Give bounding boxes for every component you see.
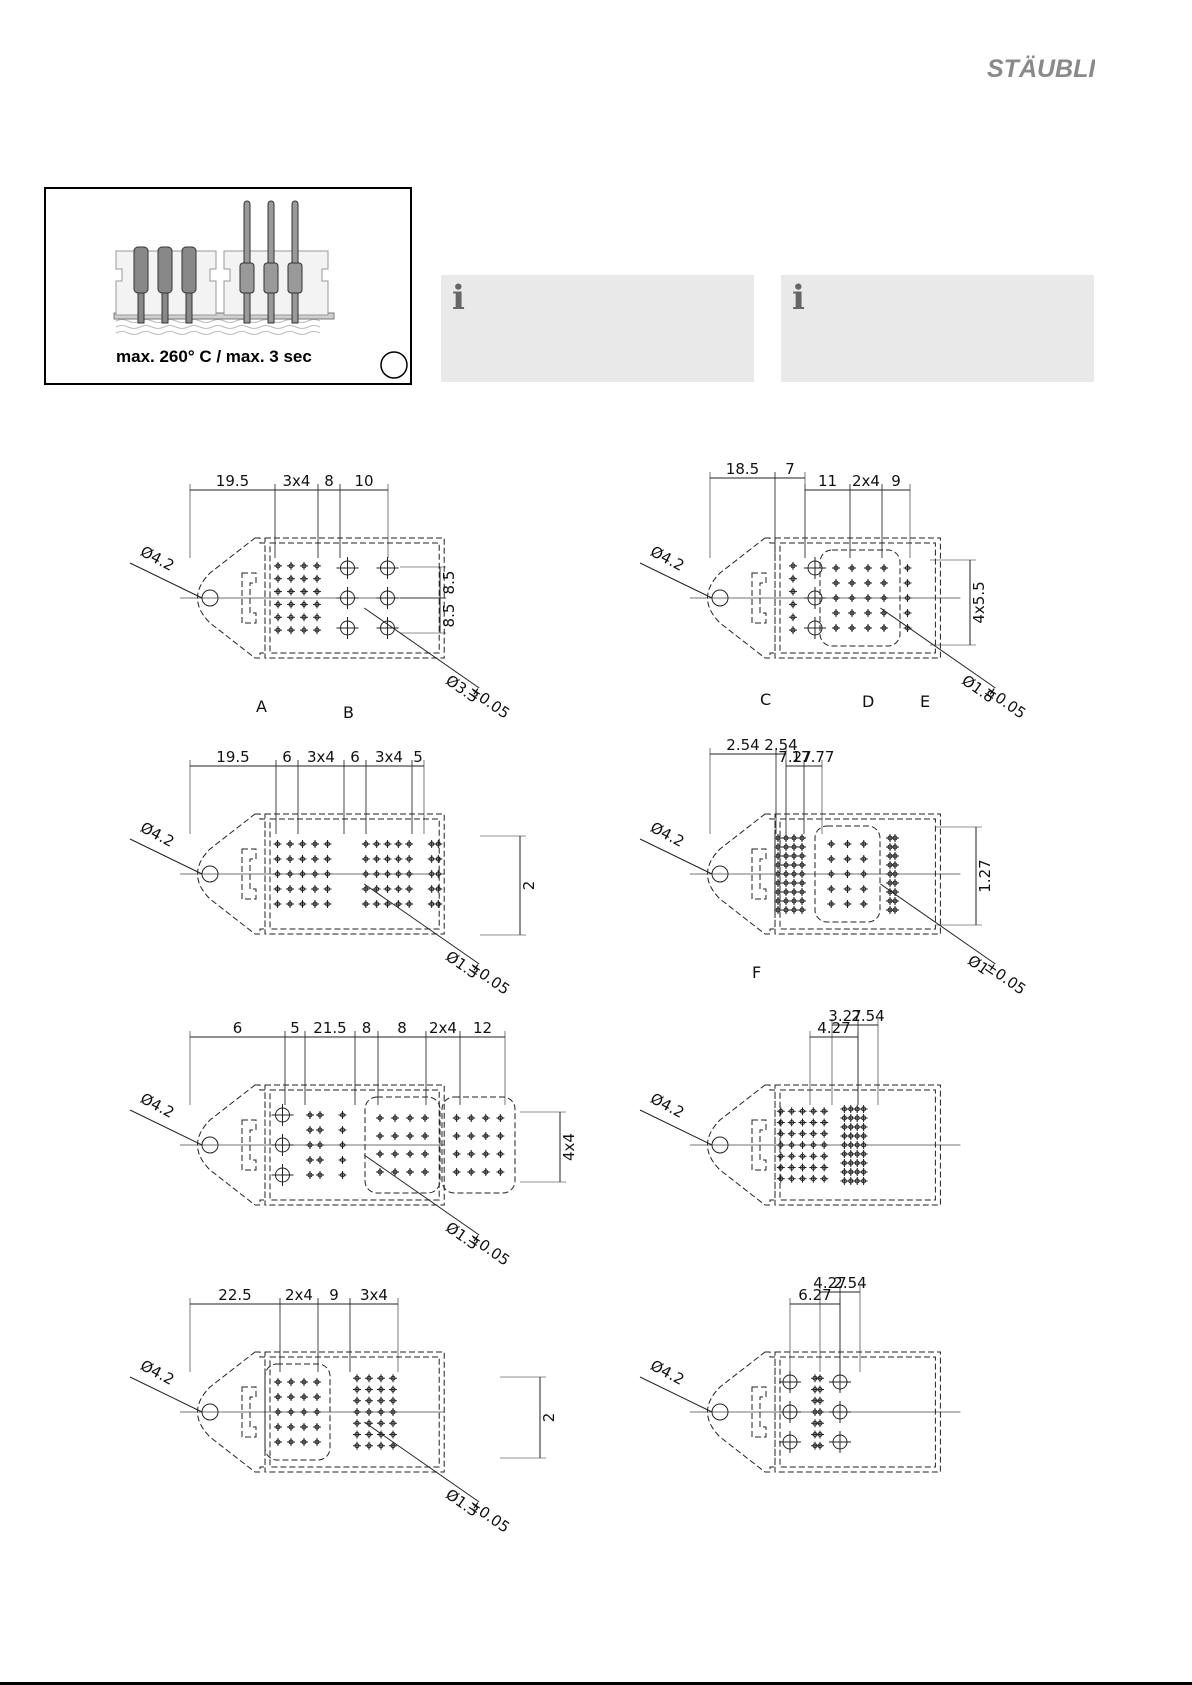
vertical-dimension-label: 1.27 <box>976 859 994 892</box>
dimension-label: 3x4 <box>283 472 311 490</box>
module-holes3 <box>779 1371 801 1453</box>
dimension-label: 5 <box>413 748 423 766</box>
module-pins <box>789 561 797 635</box>
module-holes3 <box>271 1104 294 1186</box>
dimension-label: 5 <box>290 1019 300 1037</box>
dimension-label: 8 <box>362 1019 372 1037</box>
dimension-label: 9 <box>329 1286 339 1304</box>
vertical-dimension-label: 4x4 <box>560 1133 578 1161</box>
module-rbox <box>264 1363 331 1461</box>
vertical-dimension-label: 2 <box>540 1413 558 1423</box>
vertical-dimension-label: 8.5 <box>440 571 458 595</box>
module-pins <box>774 834 806 914</box>
connector-drawing-8: Ø4.24.272.546.27 <box>639 1274 961 1473</box>
module-pins <box>811 1374 824 1450</box>
dimension-label: 10 <box>354 472 373 490</box>
dimension-label: 3.27 <box>828 1007 861 1025</box>
reference-letter: F <box>752 963 761 982</box>
module-pins <box>338 1111 347 1179</box>
dimension-label: 3x4 <box>360 1286 388 1304</box>
dimension-label: 6 <box>350 748 360 766</box>
module-rbox <box>814 825 881 923</box>
dimension-label: 2x4 <box>852 472 880 490</box>
info-icon: i <box>792 278 805 318</box>
dimension-label: 9 <box>891 472 901 490</box>
module-holes3 <box>376 557 399 639</box>
info-icon: i <box>452 278 465 318</box>
dimension-label: 3x4 <box>375 748 403 766</box>
reference-letter: D <box>862 692 874 711</box>
dimension-label: 6 <box>282 748 292 766</box>
dimension-label: 2.54 <box>833 1274 866 1292</box>
module-pins <box>776 1107 829 1183</box>
dimension-label: 8 <box>324 472 334 490</box>
dimension-label: 12 <box>473 1019 492 1037</box>
dimension-label: 2.54 <box>764 736 797 754</box>
module-rbox <box>364 1096 441 1194</box>
soldering-illustration: max. 260° C / max. 3 sec <box>44 187 412 385</box>
dimension-label: 19.5 <box>216 472 249 490</box>
reference-letter: C <box>760 690 771 709</box>
vertical-dimension-label: 2 <box>520 881 538 891</box>
dimension-label: 22.5 <box>218 1286 251 1304</box>
logo-text: STÄUBLI <box>987 55 1095 83</box>
dimension-label: 2.54 <box>851 1007 884 1025</box>
dimension-label: 4.27 <box>817 1019 850 1037</box>
module-pins <box>306 1111 324 1179</box>
info-box-1: i <box>441 275 754 382</box>
tolerance-label: ±0.05 <box>981 957 1029 998</box>
module-pins <box>903 564 912 632</box>
vertical-dimension-label: 4x5.5 <box>970 581 988 623</box>
dimension-label: 3x4 <box>307 748 335 766</box>
connector-drawing-6: Ø4.23.272.544.27 <box>639 1007 961 1206</box>
dimension-label: 4.27 <box>813 1274 846 1292</box>
dimension-label: 6 <box>233 1019 243 1037</box>
dimension-label: 7.27 <box>778 748 811 766</box>
module-pins <box>427 840 443 908</box>
module-holes3 <box>804 557 826 639</box>
step-circle <box>380 351 408 379</box>
module-holes3 <box>829 1371 851 1453</box>
module-pins <box>886 834 899 914</box>
reference-letter: E <box>920 692 930 711</box>
module-pins <box>273 840 332 908</box>
dimension-label: 21.5 <box>313 1019 346 1037</box>
dimension-label: 2.54 <box>726 736 759 754</box>
dimension-label: 19.5 <box>216 748 249 766</box>
reference-letter: B <box>343 703 354 722</box>
info-box-2: i <box>781 275 1094 382</box>
soldering-caption: max. 260° C / max. 3 sec <box>116 347 312 366</box>
module-pins <box>840 1105 868 1185</box>
dimension-label: 8 <box>397 1019 407 1037</box>
module-rbox <box>441 1096 516 1194</box>
dimension-label: 7 <box>785 460 795 478</box>
dimension-label: 2x4 <box>285 1286 313 1304</box>
dimension-label: 11 <box>818 472 837 490</box>
module-pins <box>353 1374 397 1450</box>
dimension-label: 6.27 <box>798 1286 831 1304</box>
module-pins <box>361 840 414 908</box>
dimension-label: 2x4 <box>429 1019 457 1037</box>
staubli-logo: STÄUBLI <box>987 55 1095 83</box>
soldering-graphic <box>113 200 408 379</box>
dimension-label: 18.5 <box>726 460 759 478</box>
module-pins <box>274 561 321 635</box>
reference-letter: A <box>256 697 267 716</box>
bottom-rule <box>0 1682 1192 1685</box>
module-rbox <box>819 549 901 647</box>
module-holes3 <box>336 557 359 639</box>
vertical-dimension-label: 8.5 <box>440 604 458 628</box>
dimension-label: 17.77 <box>792 748 835 766</box>
